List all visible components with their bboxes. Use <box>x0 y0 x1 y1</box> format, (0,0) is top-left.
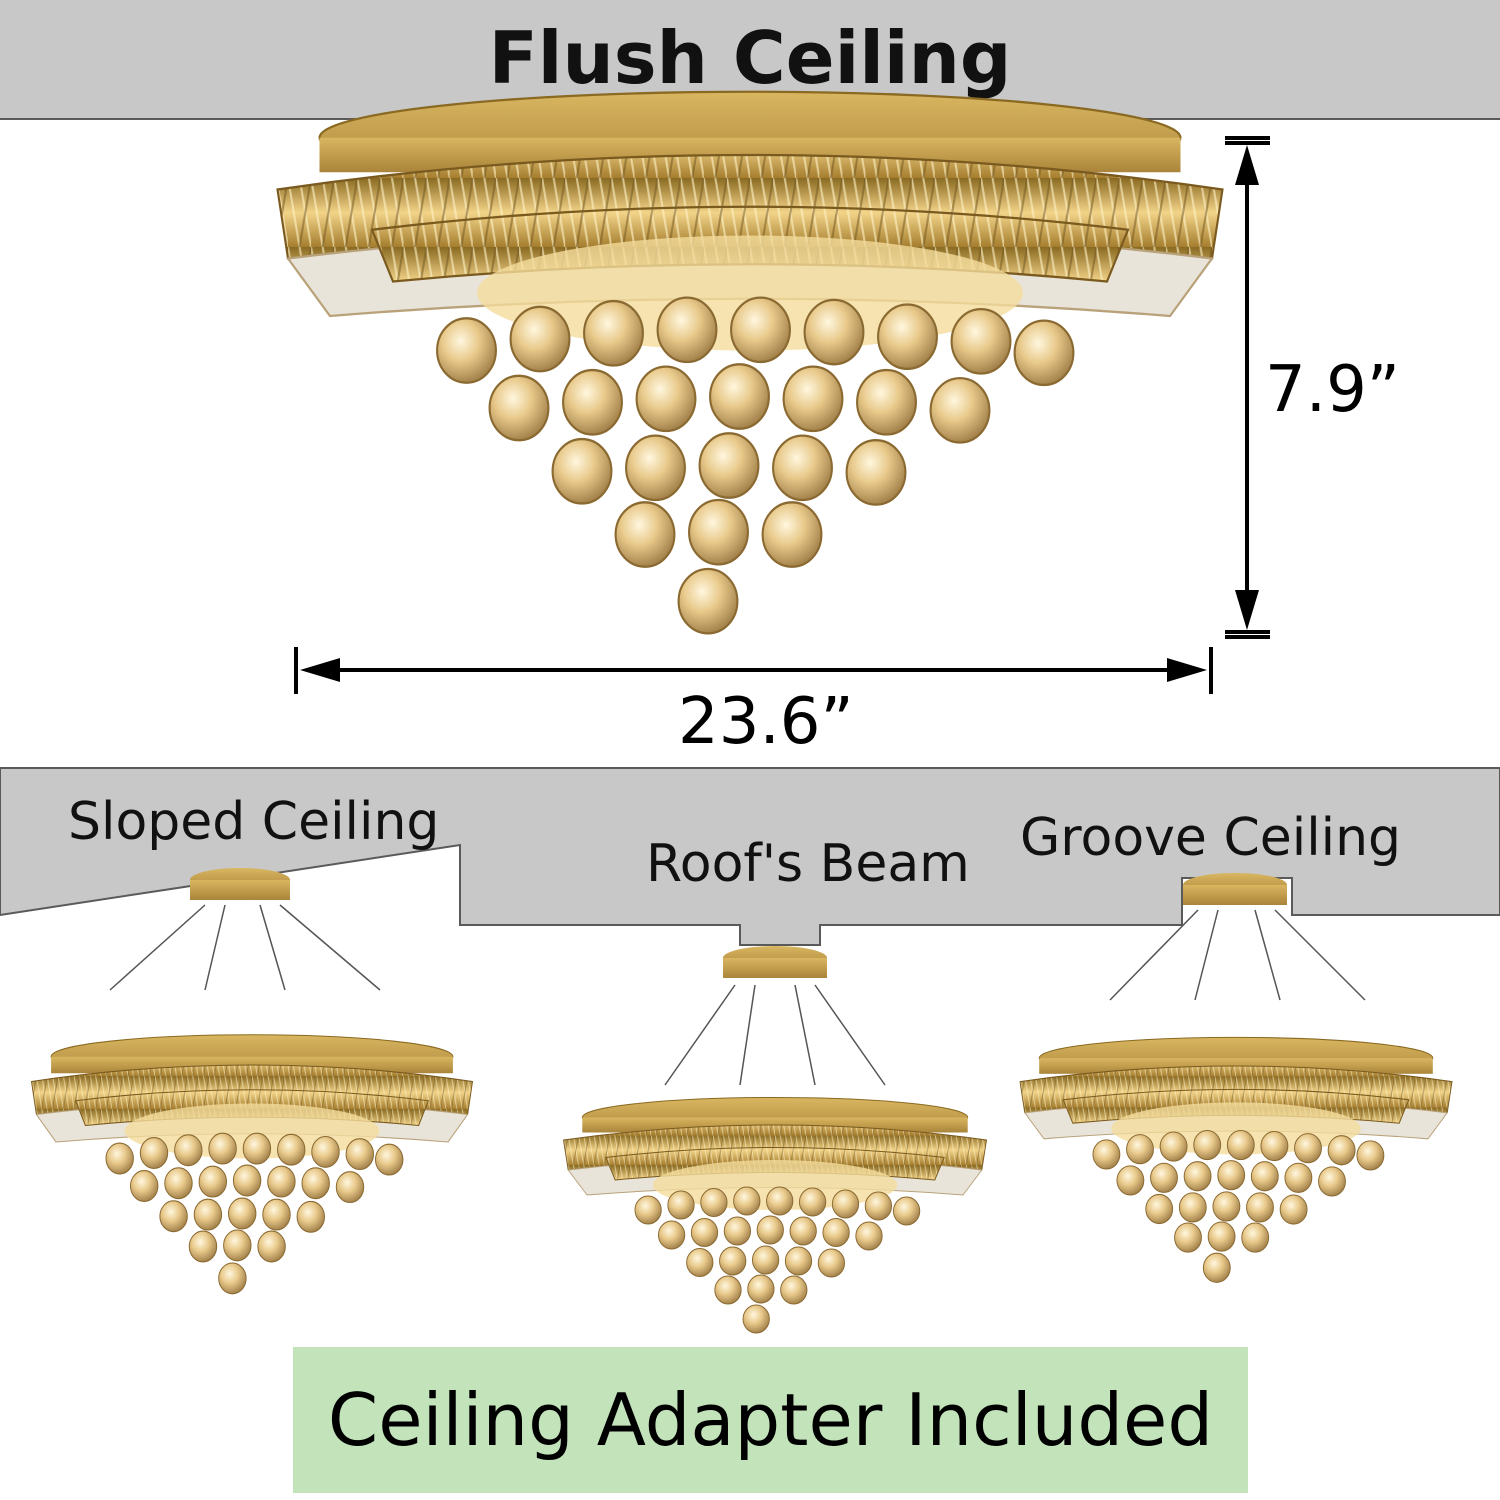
flush-chandelier-image <box>276 90 1224 635</box>
height-dimension-arrow <box>1225 136 1270 639</box>
adapter-note-banner: Ceiling Adapter Included <box>293 1347 1248 1493</box>
sloped-ceiling-label: Sloped Ceiling <box>68 792 440 852</box>
adapter-note-text: Ceiling Adapter Included <box>327 1378 1214 1462</box>
groove-ceiling-pendant-image <box>1019 873 1453 1283</box>
roof-beam-pendant-image <box>563 946 987 1334</box>
ceiling-profile <box>0 767 1500 946</box>
sloped-ceiling-pendant-image <box>30 868 474 1295</box>
width-dimension-label: 23.6” <box>678 685 854 759</box>
height-dimension-label: 7.9” <box>1265 353 1400 427</box>
groove-ceiling-label: Groove Ceiling <box>1020 808 1402 868</box>
roof-beam-label: Roof's Beam <box>646 834 970 894</box>
width-dimension-arrow <box>294 647 1213 694</box>
page-title: Flush Ceiling <box>488 16 1012 100</box>
